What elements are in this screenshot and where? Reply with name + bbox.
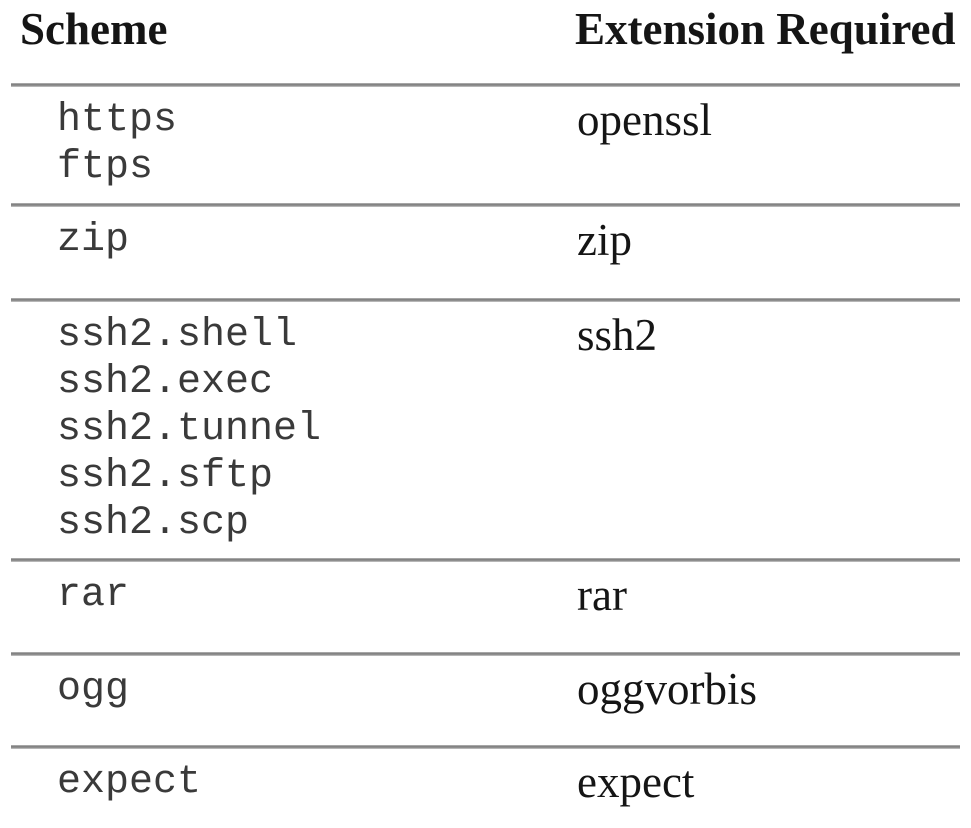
column-header-extension: Extension Required	[575, 4, 956, 54]
scheme-value: ssh2.scp	[57, 501, 250, 546]
extension-value: zip	[577, 215, 632, 265]
table-rule	[11, 298, 960, 302]
scheme-value: ssh2.shell	[57, 313, 298, 358]
scheme-value: zip	[57, 218, 130, 263]
extension-cell: openssl	[557, 87, 960, 203]
table-row: expect expect	[11, 749, 960, 828]
scheme-value: ftps	[57, 145, 154, 190]
extension-cell: rar	[557, 562, 960, 652]
table-row: rar rar	[11, 562, 960, 652]
extension-cell: ssh2	[557, 302, 960, 558]
extension-cell: oggvorbis	[557, 656, 960, 745]
scheme-cell: zip	[11, 207, 557, 298]
scheme-value: ogg	[57, 667, 130, 712]
extension-value: oggvorbis	[577, 664, 757, 714]
table-rule	[11, 83, 960, 87]
scheme-cell: https ftps	[11, 87, 557, 203]
wrapper-schemes-table: Scheme Extension Required https ftps ope…	[11, 0, 960, 828]
column-header-scheme: Scheme	[20, 4, 168, 54]
scheme-value: ssh2.exec	[57, 360, 274, 405]
scheme-value: rar	[57, 573, 130, 618]
scheme-cell: ogg	[11, 656, 557, 745]
scheme-cell: rar	[11, 562, 557, 652]
table-row: https ftps openssl	[11, 87, 960, 203]
extension-value: expect	[577, 757, 695, 807]
scheme-value: ssh2.sftp	[57, 454, 274, 499]
extension-value: openssl	[577, 95, 712, 145]
table-rule	[11, 558, 960, 562]
scheme-value: expect	[57, 760, 202, 805]
table-row: ogg oggvorbis	[11, 656, 960, 745]
table-header-row: Scheme Extension Required	[11, 0, 960, 83]
extension-value: ssh2	[577, 310, 658, 360]
table-rule	[11, 745, 960, 749]
scheme-value: ssh2.tunnel	[57, 407, 322, 452]
extension-cell: zip	[557, 207, 960, 298]
table-row: ssh2.shell ssh2.exec ssh2.tunnel ssh2.sf…	[11, 302, 960, 558]
scheme-cell: ssh2.shell ssh2.exec ssh2.tunnel ssh2.sf…	[11, 302, 557, 558]
extension-cell: expect	[557, 749, 960, 828]
scheme-value: https	[57, 98, 178, 143]
scheme-cell: expect	[11, 749, 557, 828]
table-rule	[11, 203, 960, 207]
table-rule	[11, 652, 960, 656]
extension-value: rar	[577, 570, 627, 620]
table-row: zip zip	[11, 207, 960, 298]
